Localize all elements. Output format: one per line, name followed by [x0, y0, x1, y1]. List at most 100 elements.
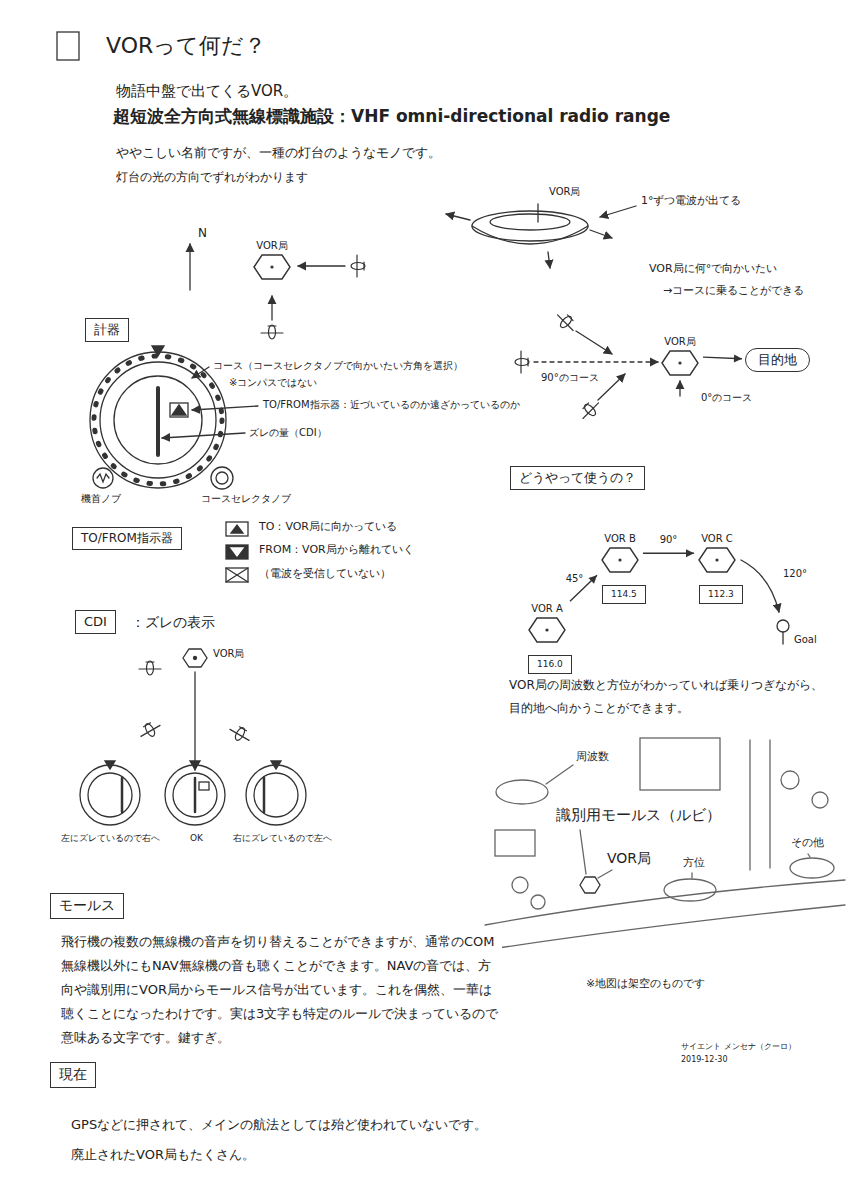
note-text: 左にズレているので右へ: [60, 833, 161, 844]
note-text: （電波を受信していない）: [258, 567, 392, 581]
heading-box: モールス: [50, 893, 124, 919]
hexagon-shape: [529, 618, 565, 642]
checkbox: [57, 32, 79, 60]
note-text: FROM：VOR局から離れていく: [258, 543, 415, 557]
hexagon-shape: [602, 548, 638, 572]
hexagon-outline: [600, 546, 640, 574]
heading-box: 116.0: [528, 655, 572, 674]
heading-box: 112.3: [699, 585, 743, 604]
destination-box: 目的地: [745, 348, 810, 372]
node-text: TO/FROM指示器: [81, 531, 173, 546]
vor-hexagon: VOR局: [252, 240, 292, 281]
note-text: VOR局: [606, 850, 652, 868]
node-text: 112.3: [708, 589, 734, 600]
heading-box: 現在: [50, 1062, 96, 1088]
heading-box: CDI: [75, 610, 116, 634]
node-text: CDI: [84, 614, 107, 630]
vor-station: [446, 204, 636, 268]
hexagon-dot: [618, 558, 621, 561]
node-text: VOR A: [527, 603, 567, 616]
node-text: VOR局: [252, 240, 292, 253]
note-text: VOR局の周波数と方位がわかっていれば乗りつぎながら、: [508, 678, 824, 693]
node-text: 計器: [94, 322, 120, 338]
note-text: 灯台の光の方向でずれがわかります: [115, 170, 309, 185]
vor-hexagon: VOR B: [600, 533, 640, 574]
node-text: VOR B: [600, 533, 640, 546]
node-text: 116.0: [537, 659, 563, 670]
note-text: 120°: [782, 568, 808, 581]
hexagon-shape: [662, 351, 698, 375]
north-arrow: [189, 244, 190, 290]
hexagon-dot: [715, 558, 718, 561]
hexagon-dot: [270, 265, 273, 268]
note-text: その他: [790, 836, 825, 850]
note-text: →コースに乗ることができる: [662, 284, 805, 298]
node-text: 114.5: [611, 589, 637, 600]
edge-label: 90°: [659, 534, 679, 547]
arrow-head: [588, 575, 597, 583]
note-text: GPSなどに押されて、メインの航法としては殆ど使われていないです。廃止されたVO…: [70, 1110, 492, 1170]
note-text: N: [197, 226, 208, 241]
note-text: VOR局: [212, 648, 245, 661]
title-text: VORって何だ？: [105, 32, 267, 60]
note-text: 右にズレているので左へ: [232, 833, 333, 844]
heading-box: TO/FROM指示器: [72, 527, 182, 550]
heading-box: 114.5: [602, 585, 646, 604]
note-text: 超短波全方向式無線標識施設：VHF omni-directional radio…: [112, 106, 671, 127]
note-text: 0°のコース: [700, 392, 753, 405]
node-text: VOR局: [660, 336, 700, 349]
hexagon-shape: [254, 255, 290, 279]
vor-hexagon: VOR局: [660, 336, 700, 377]
map-sketch: [485, 738, 845, 950]
note-text: ：ズレの表示: [130, 614, 216, 632]
note-text: コースセレクタノブ: [200, 493, 292, 506]
note-text: 1°ずつ電波が出てる: [640, 194, 743, 208]
heading-box: どうやって使うの？: [510, 466, 645, 490]
heading-box: 計器: [85, 318, 129, 342]
note-text: 飛行機の複数の無線機の音声を切り替えることができますが、通常のCOM無線機以外に…: [60, 930, 502, 1050]
edge-label: 45°: [565, 573, 585, 586]
vor-hexagon: VOR A: [527, 603, 567, 644]
note-text: ※地図は架空のものです: [585, 977, 706, 991]
connector: [703, 354, 742, 362]
to-from-icons: [226, 522, 248, 582]
note-text: TO：VOR局に向かっている: [258, 520, 398, 534]
note-text: サイエント メンセナ（クーロ）: [680, 1042, 797, 1052]
connector: [643, 549, 694, 557]
note-text: 2019-12-30: [680, 1055, 729, 1065]
note-text: ※コンパスではない: [228, 377, 318, 390]
hexagon-dot: [545, 628, 548, 631]
note-text: ややこしい名前ですが、一種の灯台のようなモノです。: [115, 145, 442, 161]
hexagon-outline: [660, 349, 700, 377]
note-text: 目的地へ向かうことができます。: [508, 701, 690, 716]
vor-hexagon: VOR C: [697, 533, 737, 574]
note-text: 機首ノブ: [80, 493, 122, 506]
hexagon-outline: [697, 546, 737, 574]
note-text: OK: [189, 833, 204, 844]
note-text: 90°のコース: [540, 372, 600, 385]
node-text: 目的地: [758, 352, 797, 368]
note-text: 識別用モールス（ルビ）: [555, 806, 722, 825]
node-text: モールス: [59, 897, 115, 915]
note-text: VOR局に何°で向かいたい: [648, 262, 778, 276]
note-text: 物語中盤で出てくるVOR。: [115, 82, 299, 101]
arrow-head: [734, 354, 742, 362]
course-sketch: [515, 309, 680, 422]
hexagon-dot: [678, 361, 681, 364]
node-text: どうやって使うの？: [519, 470, 636, 486]
node-text: 現在: [59, 1066, 87, 1084]
note-text: ズレの量（CDI）: [248, 427, 328, 440]
note-text: 方位: [682, 856, 706, 870]
arrow-head: [686, 549, 694, 557]
hexagon-shape: [699, 548, 735, 572]
note-text: Goal: [793, 634, 818, 647]
node-text: VOR C: [697, 533, 737, 546]
note-text: コース（コースセレクタノブで向かいたい方角を選択）: [212, 360, 464, 373]
note-text: TO/FROM指示器：近づいているのか遠ざかっているのか: [262, 399, 521, 412]
cdi-sketch: [80, 649, 306, 825]
note-text: VOR局: [548, 186, 581, 199]
hexagon-outline: [252, 253, 292, 281]
note-text: 周波数: [575, 750, 610, 764]
hexagon-outline: [527, 616, 567, 644]
